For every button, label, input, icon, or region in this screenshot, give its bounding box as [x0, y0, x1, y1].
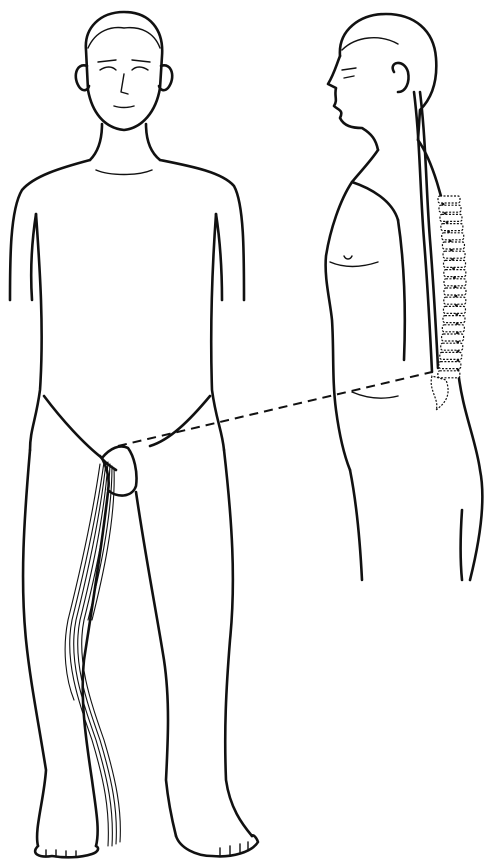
dashed-connector	[118, 372, 432, 446]
front-head	[86, 12, 162, 130]
side-neck	[352, 150, 378, 182]
spinal-cord	[414, 92, 438, 372]
side-brow	[342, 68, 356, 70]
side-leg-back	[461, 510, 463, 580]
front-eye-left	[100, 67, 116, 70]
vertebra	[443, 251, 465, 258]
vertebra	[440, 352, 462, 359]
vertebra	[442, 334, 464, 341]
front-brow-left	[98, 60, 116, 62]
front-eye-right	[132, 67, 148, 70]
vertebra	[443, 316, 465, 323]
vertebra	[441, 224, 463, 231]
front-right-leg-outer	[224, 450, 252, 836]
vertebra	[444, 260, 466, 267]
front-hairline	[88, 28, 160, 48]
vertebra	[444, 270, 466, 277]
side-arm-front	[352, 182, 398, 220]
front-left-arm-inner	[31, 214, 36, 300]
vertebra	[441, 343, 463, 350]
front-right-leg-inner	[136, 492, 176, 836]
front-right-arm-inner	[216, 214, 222, 300]
vertebra	[444, 279, 466, 286]
side-eye	[344, 76, 354, 78]
side-hairline	[342, 38, 398, 50]
side-figure	[326, 14, 483, 580]
side-nipple	[344, 256, 352, 259]
vertebra	[440, 214, 462, 221]
front-nose	[121, 74, 128, 94]
vertebral-column	[431, 196, 466, 410]
vertebra	[444, 288, 466, 295]
front-brow-right	[132, 60, 150, 62]
vertebra	[439, 205, 461, 212]
vertebra	[442, 233, 464, 240]
front-right-foot	[176, 835, 258, 856]
vertebra	[439, 362, 461, 369]
front-figure	[10, 12, 258, 857]
side-arm-rear	[398, 220, 405, 360]
side-front-torso	[326, 182, 352, 470]
sacrum	[431, 376, 448, 410]
front-neck-left	[90, 124, 102, 160]
front-right-arm	[160, 160, 244, 300]
vertebra	[443, 306, 465, 313]
front-collar	[96, 170, 152, 175]
side-pec-line	[330, 262, 378, 267]
front-left-arm	[10, 160, 90, 300]
side-face-profile	[328, 56, 378, 150]
side-ear	[393, 63, 409, 92]
vertebra	[442, 242, 464, 249]
front-mouth	[114, 106, 134, 108]
front-left-leg-outer	[23, 450, 46, 846]
side-belly-crease	[352, 392, 398, 398]
vertebra	[442, 325, 464, 332]
side-leg-front	[350, 470, 362, 580]
vertebra	[438, 196, 460, 203]
vertebra	[438, 371, 460, 378]
front-neck-right	[146, 124, 160, 160]
front-torso-right	[211, 214, 224, 450]
vertebra	[444, 297, 466, 304]
